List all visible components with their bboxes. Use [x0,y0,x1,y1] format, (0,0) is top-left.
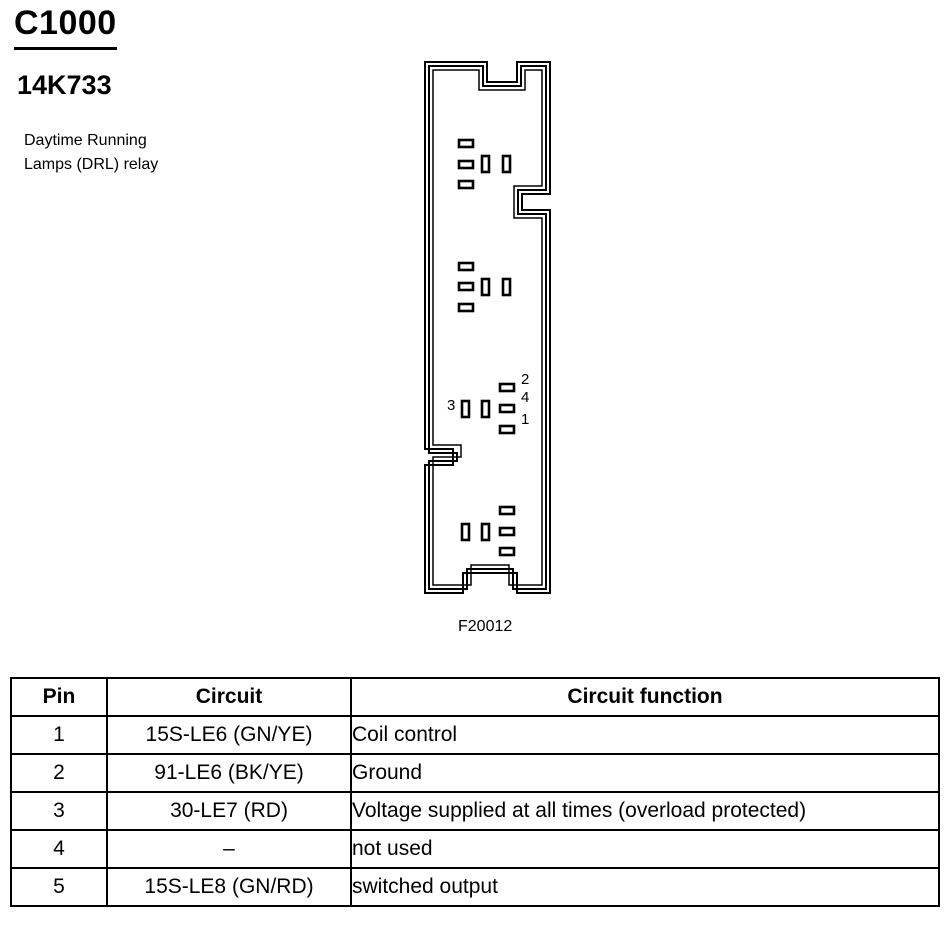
table-row: 3 30-LE7 (RD) Voltage supplied at all ti… [10,791,940,831]
terminal-pin-1 [498,424,516,435]
terminal-pin-5 [480,399,491,419]
terminal-pin-4 [498,403,516,414]
circuit-cell: 15S-LE8 (GN/RD) [106,867,352,907]
terminal [457,302,475,313]
connector-outline-middle [428,65,547,590]
description-line-1: Daytime Running [24,132,147,149]
table-row: 2 91-LE6 (BK/YE) Ground [10,753,940,793]
pin-label-3: 3 [447,397,455,414]
terminal-pin-2 [498,382,516,393]
terminal-group-2 [457,261,512,313]
terminal [457,261,475,272]
pin-label-1: 1 [521,411,529,428]
header-pin: Pin [10,677,108,717]
terminal-group-1 [457,138,512,190]
pin-cell: 1 [10,715,108,755]
terminal [480,277,491,297]
header-circuit-function: Circuit function [350,677,940,717]
part-number: 14K733 [17,70,112,100]
component-description: Daytime Running Lamps (DRL) relay [24,129,158,177]
function-cell: Ground [350,753,940,793]
circuit-cell: 15S-LE6 (GN/YE) [106,715,352,755]
terminal [498,546,516,557]
terminal [501,277,512,297]
connector-id: C1000 [14,4,117,50]
terminal-group-3 [460,382,516,435]
connector-outline-outer [424,61,551,594]
circuit-cell: – [106,829,352,869]
function-cell: not used [350,829,940,869]
description-line-2: Lamps (DRL) relay [24,156,159,173]
pin-label-2: 2 [521,371,529,388]
function-cell: Voltage supplied at all times (overload … [350,791,940,831]
function-cell: Coil control [350,715,940,755]
terminal-group-4 [460,505,516,557]
pin-cell: 5 [10,867,108,907]
pin-cell: 4 [10,829,108,869]
pin-cell: 2 [10,753,108,793]
function-cell: switched output [350,867,940,907]
header-circuit: Circuit [106,677,352,717]
terminal [501,154,512,174]
terminal [460,522,471,542]
terminal [480,522,491,542]
terminal [498,505,516,516]
pin-label-4: 4 [521,389,529,406]
table-header-row: Pin Circuit Circuit function [10,677,940,717]
circuit-cell: 30-LE7 (RD) [106,791,352,831]
connector-face-diagram: 2 4 3 1 [424,61,551,594]
figure-reference: F20012 [458,618,513,635]
pin-table: Pin Circuit Circuit function 1 15S-LE6 (… [10,677,940,907]
terminal-pin-3 [460,399,471,419]
table-row: 4 – not used [10,829,940,869]
terminal [457,138,475,149]
terminal [457,159,475,170]
pin-cell: 3 [10,791,108,831]
table-row: 5 15S-LE8 (GN/RD) switched output [10,867,940,907]
terminal [457,179,475,190]
terminal [457,281,475,292]
terminal [480,154,491,174]
connector-outline-inner [432,69,543,586]
circuit-cell: 91-LE6 (BK/YE) [106,753,352,793]
table-row: 1 15S-LE6 (GN/YE) Coil control [10,715,940,755]
terminal [498,526,516,537]
